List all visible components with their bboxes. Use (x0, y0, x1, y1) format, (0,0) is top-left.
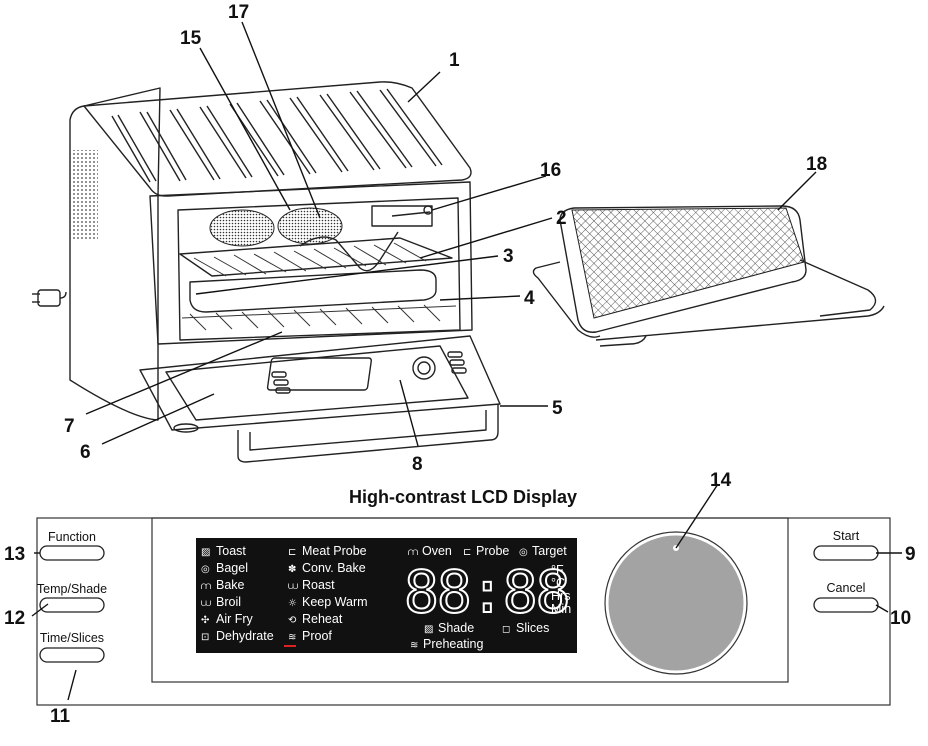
air-fry-basket (532, 205, 885, 347)
time-slices-button[interactable] (39, 647, 105, 663)
toast-icon: ▨ (201, 547, 210, 558)
cancel-button-label: Cancel (827, 581, 866, 595)
lcd-func-meat-probe: Meat Probe (302, 544, 367, 558)
meat-probe-icon: ⊏ (288, 547, 296, 558)
time-slices-button-label: Time/Slices (40, 631, 104, 645)
air-fry-icon: ✣ (201, 615, 209, 626)
function-button-label: Function (48, 530, 96, 544)
oven-front-frame (149, 181, 473, 345)
lcd-ind-preheating: Preheating (423, 637, 484, 651)
shade-icon: ▨ (424, 624, 433, 635)
callout-numbers: 1 2 3 4 5 6 7 8 9 10 11 12 13 14 15 16 1… (4, 2, 916, 727)
proof-icon: ≋ (288, 632, 296, 643)
lcd-func-bagel: Bagel (216, 561, 248, 575)
slices-icon: ◻ (502, 624, 510, 635)
conv-bake-icon: ✽ (288, 564, 296, 575)
oven-door (139, 335, 501, 431)
lcd-ind-slices: Slices (516, 621, 549, 635)
lcd-unit-hrs: Hrs (551, 589, 570, 603)
callout-11: 11 (50, 706, 71, 727)
callout-8: 8 (412, 454, 423, 475)
reheat-icon: ⟲ (288, 615, 297, 626)
callout-12: 12 (4, 608, 25, 629)
convection-fans (209, 207, 343, 247)
panel-title: High-contrast LCD Display (349, 487, 577, 507)
lcd-unit-f: °F (551, 563, 564, 577)
callout-15: 15 (180, 28, 202, 49)
oven-top-panel (83, 81, 472, 197)
callout-13: 13 (4, 544, 25, 565)
callout-6: 6 (80, 442, 91, 463)
meat-probe (299, 231, 399, 272)
oven-cavity (177, 197, 461, 341)
callout-4: 4 (524, 288, 535, 309)
callout-14: 14 (710, 470, 732, 491)
lcd-func-dehydrate: Dehydrate (216, 629, 274, 643)
lcd-func-air-fry: Air Fry (216, 612, 254, 626)
door-control-panel (266, 351, 467, 394)
callout-9: 9 (905, 544, 916, 565)
lcd-ind-oven: Oven (422, 544, 452, 558)
oven-side-panel (69, 87, 161, 421)
keep-warm-icon: ☼ (288, 598, 297, 609)
bake-icon: ⩋ (201, 581, 211, 592)
preheating-icon: ≋ (410, 640, 418, 651)
callout-18: 18 (806, 154, 827, 175)
lcd-func-keep-warm: Keep Warm (302, 595, 368, 609)
start-button[interactable] (813, 545, 879, 561)
door-glass (165, 345, 469, 421)
lcd-func-reheat: Reheat (302, 612, 343, 626)
callout-5: 5 (552, 398, 563, 419)
probe-icon: ⊏ (463, 547, 471, 558)
lcd-unit-c: °C (551, 576, 565, 590)
callout-7: 7 (64, 416, 75, 437)
lcd-ind-shade: Shade (438, 621, 474, 635)
lcd-func-proof: Proof (302, 629, 332, 643)
function-button[interactable] (39, 545, 105, 561)
top-vent-slots (111, 88, 443, 183)
temp-shade-button[interactable] (39, 597, 105, 613)
bagel-icon: ◎ (201, 564, 210, 575)
lcd-display: ▨ Toast ◎ Bagel ⩋ Bake ⩊ Broil ✣ Air Fry… (196, 538, 577, 653)
lcd-unit-min: Min (551, 602, 571, 616)
oven-illustration (32, 81, 501, 463)
target-icon: ◎ (519, 547, 528, 558)
side-vent (70, 150, 98, 240)
lcd-func-bake: Bake (216, 578, 245, 592)
start-button-label: Start (833, 529, 860, 543)
baking-pan (189, 269, 437, 313)
callout-2: 2 (556, 208, 567, 229)
callout-16: 16 (540, 160, 561, 181)
callout-3: 3 (503, 246, 514, 267)
roast-icon: ⩊ (288, 581, 298, 592)
dehydrate-icon: ⊡ (201, 632, 209, 643)
lcd-func-conv-bake: Conv. Bake (302, 561, 366, 575)
meat-probe-jack (371, 205, 433, 227)
oven-icon: ⩋ (408, 547, 418, 558)
lcd-func-roast: Roast (302, 578, 335, 592)
callout-1: 1 (449, 50, 460, 71)
broil-icon: ⩊ (201, 598, 211, 609)
lcd-func-broil: Broil (216, 595, 241, 609)
lcd-ind-probe: Probe (476, 544, 509, 558)
cancel-button[interactable] (813, 597, 879, 613)
lcd-digits: 88:88 (404, 558, 569, 626)
wire-rack (179, 237, 453, 277)
leader-lines (31, 21, 902, 701)
callout-17: 17 (228, 2, 249, 23)
door-handle (237, 404, 499, 463)
power-plug (32, 289, 67, 307)
temp-shade-button-label: Temp/Shade (37, 582, 107, 596)
control-knob[interactable] (604, 531, 748, 675)
lower-rack (181, 304, 457, 331)
lcd-ind-target: Target (532, 544, 567, 558)
lcd-func-toast: Toast (216, 544, 246, 558)
callout-10: 10 (890, 608, 911, 629)
